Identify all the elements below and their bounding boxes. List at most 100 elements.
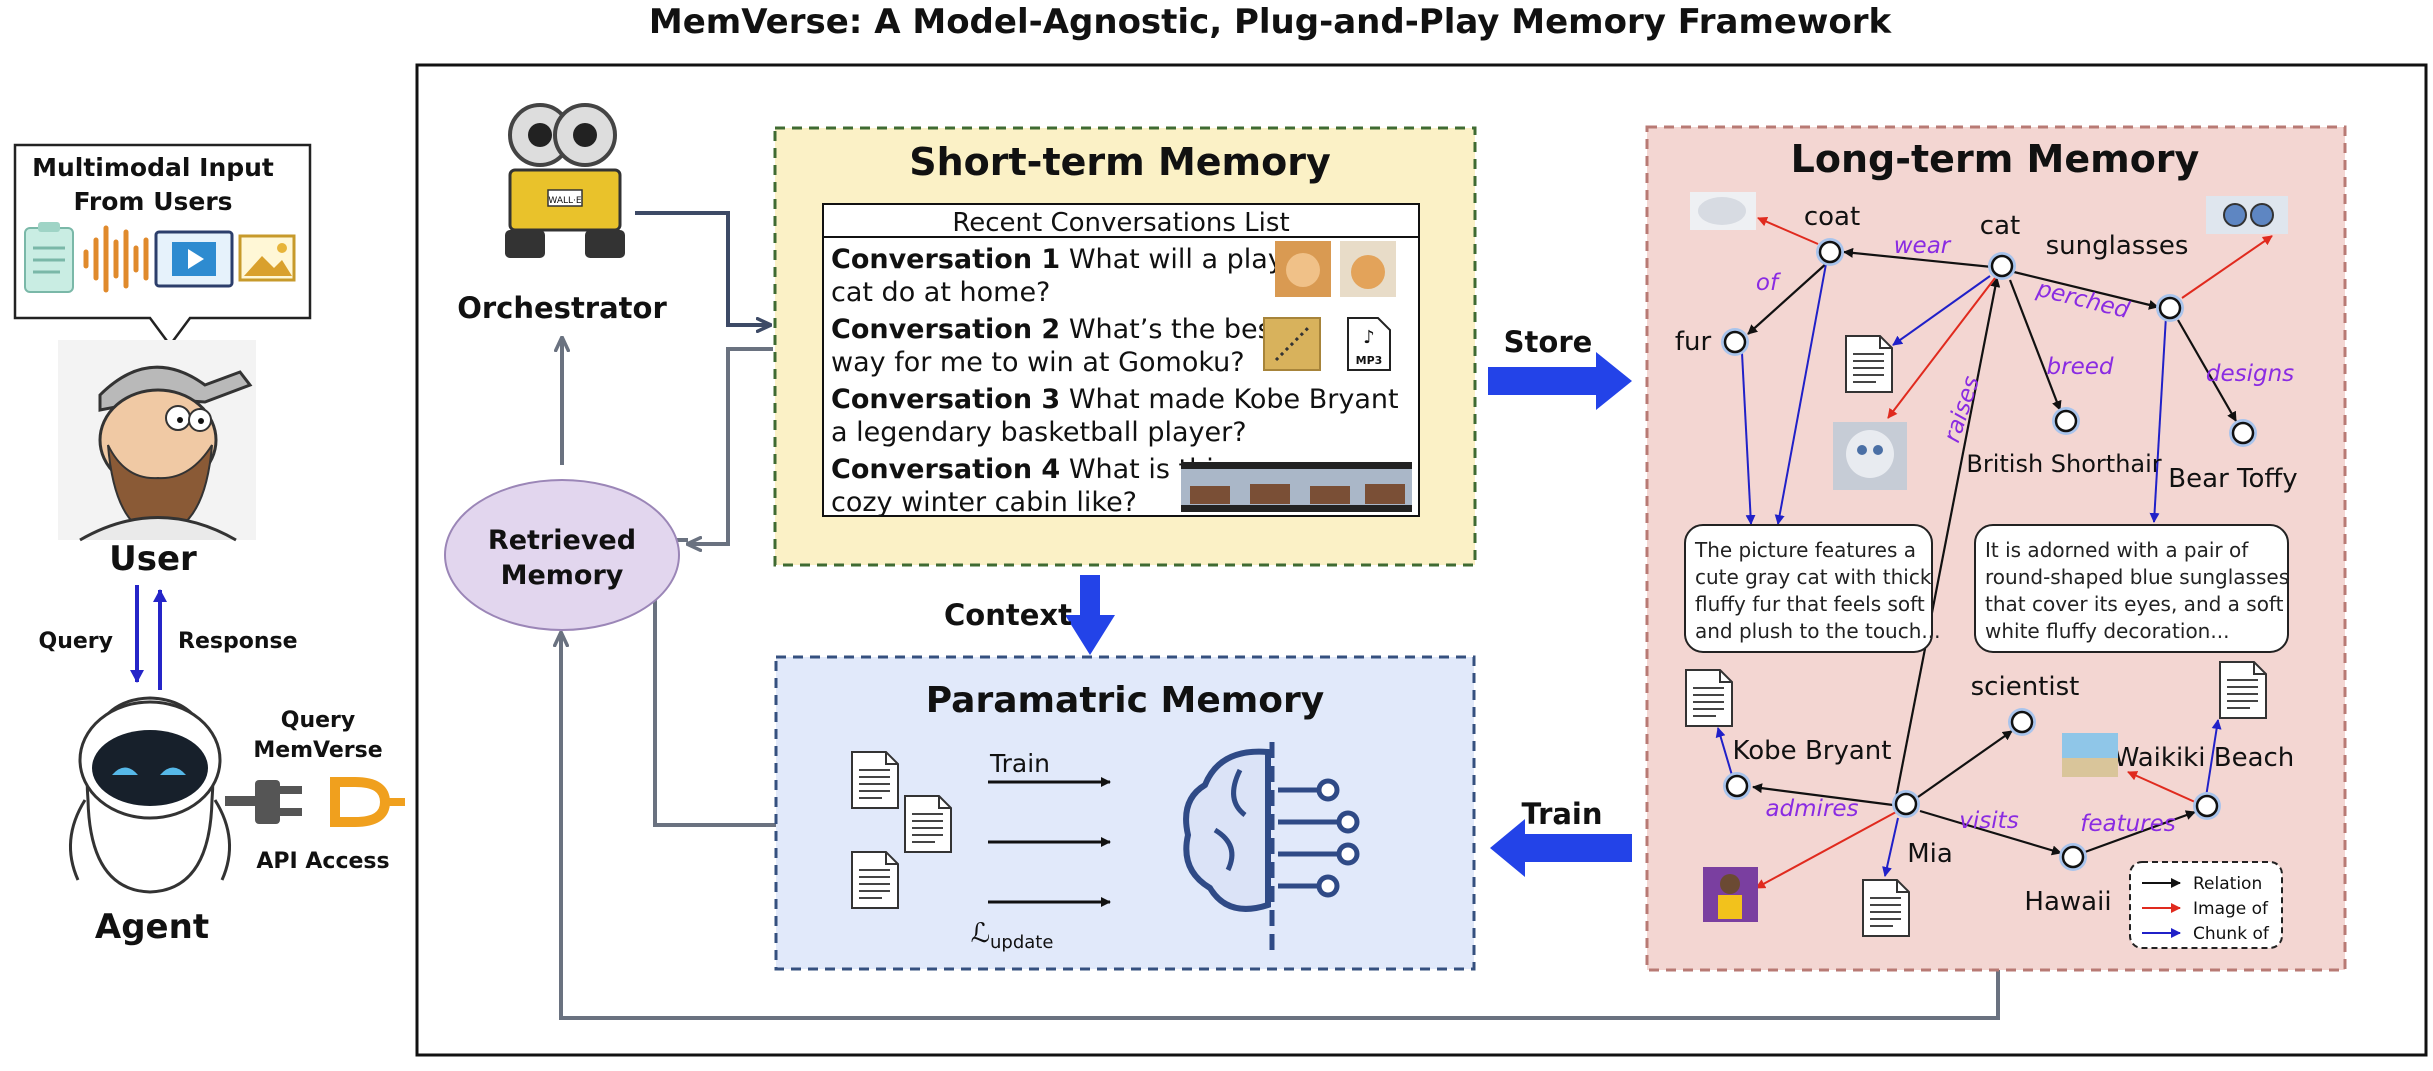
edge-label-features: features: [2080, 811, 2176, 837]
loss-label: ℒupdate: [971, 918, 1054, 953]
document-icon: [904, 795, 952, 853]
svg-text:cute gray cat with thick: cute gray cat with thick: [1695, 565, 1932, 589]
train-label: Train: [1521, 797, 1602, 831]
node-bear-toffy: Bear Toffy: [2168, 464, 2297, 494]
user-avatar: [58, 340, 256, 542]
node-kobe-bryant: Kobe Bryant: [1733, 736, 1892, 766]
conversation-3-text: What made Kobe Bryant: [1060, 384, 1398, 415]
node-scientist: scientist: [1971, 672, 2080, 702]
agent-label: Agent: [95, 907, 209, 947]
edge-label-of: of: [1756, 270, 1781, 296]
audio-waveform-icon: [83, 225, 149, 293]
retrieved-line-2: Memory: [501, 560, 624, 591]
conversation-1-line2: cat do at home?: [831, 277, 1050, 308]
conversation-4-line2: cozy winter cabin like?: [831, 487, 1137, 518]
conversation-3-line2: a legendary basketball player?: [831, 417, 1247, 448]
context-arrow: [1065, 575, 1115, 655]
svg-text:The picture features a: The picture features a: [1694, 538, 1916, 562]
mp3-label: MP3: [1356, 354, 1383, 367]
node-british-shorthair: British Shorthair: [1966, 450, 2161, 478]
store-arrow: [1488, 352, 1632, 410]
mp3-file-icon: ♪ MP3: [1347, 317, 1391, 371]
page-title: MemVerse: A Model-Agnostic, Plug-and-Pla…: [649, 2, 1893, 42]
document-clipboard-icon: [24, 222, 74, 293]
user-label: User: [109, 539, 197, 579]
speech-line-1: Multimodal Input: [32, 153, 274, 182]
conversation-4-head: Conversation 4: [831, 454, 1060, 485]
robot-badge-text: WALL·E: [548, 196, 581, 206]
conversation-3-head: Conversation 3: [831, 384, 1060, 415]
svg-text:white fluffy decoration...: white fluffy decoration...: [1985, 619, 2229, 643]
conversations-header: Recent Conversations List: [952, 208, 1289, 238]
sunglasses-description-bubble: It is adorned with a pair of round-shape…: [1974, 524, 2289, 653]
short-term-title: Short-term Memory: [909, 140, 1331, 184]
svg-text:and plush to the touch...: and plush to the touch...: [1695, 619, 1940, 643]
conversation-1-text: What will a playful: [1060, 244, 1318, 275]
orchestrator-robot: WALL·E: [505, 103, 625, 258]
response-label: Response: [178, 629, 298, 654]
document-icon: [1685, 669, 1733, 727]
parametric-train-label: Train: [989, 749, 1050, 778]
svg-text:Conversation 4 What is this: Conversation 4 What is this: [831, 454, 1228, 485]
node-sunglasses: sunglasses: [2046, 231, 2189, 261]
document-icon: [851, 851, 899, 909]
conversation-item: Conversation 2 What’s the best way for m…: [831, 314, 1282, 378]
winter-cabin-thumbnail: [1181, 462, 1412, 512]
query-label: Query: [39, 629, 113, 654]
parametric-memory-box: [774, 655, 1476, 971]
api-access-label: API Access: [256, 849, 389, 874]
conversation-1-head: Conversation 1: [831, 244, 1060, 275]
speech-line-2: From Users: [73, 187, 232, 216]
orchestrator-to-stm-arrow: [635, 211, 770, 325]
conversation-item: Conversation 1 What will a playful cat d…: [831, 244, 1318, 308]
image-of-edges: [1755, 216, 2273, 889]
cat-photo-thumbnail: [1275, 241, 1396, 297]
graph-legend: Relation Image of Chunk of: [2129, 861, 2283, 949]
plug-query-line-2: MemVerse: [253, 738, 382, 763]
long-term-title: Long-term Memory: [1791, 137, 2200, 181]
legend-image-of: Image of: [2193, 899, 2269, 919]
edge-label-wear: wear: [1894, 233, 1952, 259]
legend-relation: Relation: [2193, 874, 2262, 894]
kobe-image-thumbnail: [1703, 867, 1758, 922]
ai-brain-icon: [1183, 742, 1360, 950]
graph-nodes: [1721, 238, 2257, 871]
svg-text:Conversation 2 What’s the best: Conversation 2 What’s the best: [831, 314, 1282, 345]
image-icon: [238, 234, 296, 282]
conversation-item: Conversation 3 What made Kobe Bryant a l…: [831, 384, 1399, 448]
svg-text:that cover its eyes, and a sof: that cover its eyes, and a soft: [1985, 592, 2284, 616]
retrieved-line-1: Retrieved: [488, 525, 636, 556]
node-coat: coat: [1804, 202, 1860, 232]
legend-chunk-of: Chunk of: [2193, 924, 2270, 944]
svg-text:fluffy fur that feels soft: fluffy fur that feels soft: [1695, 592, 1925, 616]
query-response-arrows: [130, 585, 167, 690]
speech-bubble: Multimodal Input From Users: [13, 143, 312, 348]
node-cat: cat: [1980, 211, 2020, 241]
node-mia: Mia: [1907, 839, 1953, 869]
document-icon: [851, 751, 899, 809]
agent-robot: [68, 696, 232, 894]
document-icon: [1862, 879, 1910, 937]
store-label: Store: [1504, 325, 1593, 359]
beach-image-thumbnail: [2062, 733, 2118, 777]
train-big-arrow: [1490, 819, 1632, 877]
parametric-title: Paramatric Memory: [926, 680, 1324, 721]
node-waikiki-beach: Waikiki Beach: [2114, 743, 2295, 773]
coat-image-thumbnail: [1690, 192, 1756, 230]
parametric-to-retrieved-line: [653, 538, 776, 827]
chunk-of-edges: [1715, 263, 2222, 877]
svg-text:Conversation 3 What made Kobe: Conversation 3 What made Kobe Bryant: [831, 384, 1399, 415]
svg-text:♪: ♪: [1363, 327, 1375, 348]
node-hawaii: Hawaii: [2024, 887, 2111, 917]
context-label: Context: [944, 598, 1072, 632]
conversation-2-text: What’s the best: [1060, 314, 1282, 345]
gomoku-board-thumbnail: [1263, 317, 1321, 371]
svg-text:round-shaped blue sunglasses: round-shaped blue sunglasses: [1985, 565, 2289, 589]
relation-edges: [1747, 247, 2237, 856]
conversation-2-head: Conversation 2: [831, 314, 1060, 345]
svg-text:It is adorned with a pair of: It is adorned with a pair of: [1985, 538, 2249, 562]
node-fur: fur: [1675, 327, 1712, 357]
plug-connector-icon: [225, 777, 405, 827]
ltm-to-retrieved-loop: [561, 633, 2000, 1020]
